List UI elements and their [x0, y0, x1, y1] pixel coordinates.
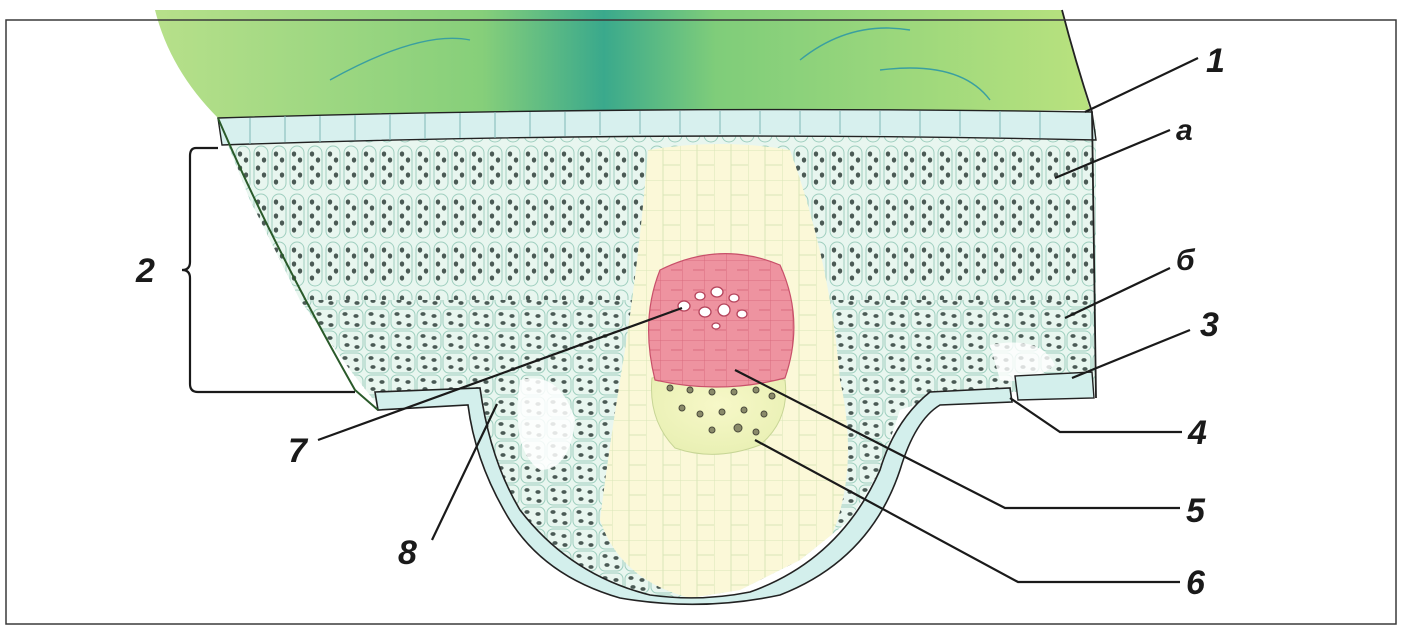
leaf-blade-surface — [155, 10, 1090, 118]
label-a: а — [1176, 114, 1193, 147]
label-2: 2 — [135, 252, 155, 290]
label-1: 1 — [1206, 42, 1225, 80]
label-4: 4 — [1187, 414, 1207, 452]
label-7: 7 — [288, 432, 309, 470]
label-3: 3 — [1200, 306, 1219, 344]
label-5: 5 — [1186, 492, 1206, 530]
label-b: б — [1176, 244, 1196, 277]
label-8: 8 — [398, 534, 417, 572]
lower-epidermis-right — [1015, 372, 1094, 400]
xylem — [649, 254, 794, 387]
label-6: 6 — [1186, 564, 1206, 602]
